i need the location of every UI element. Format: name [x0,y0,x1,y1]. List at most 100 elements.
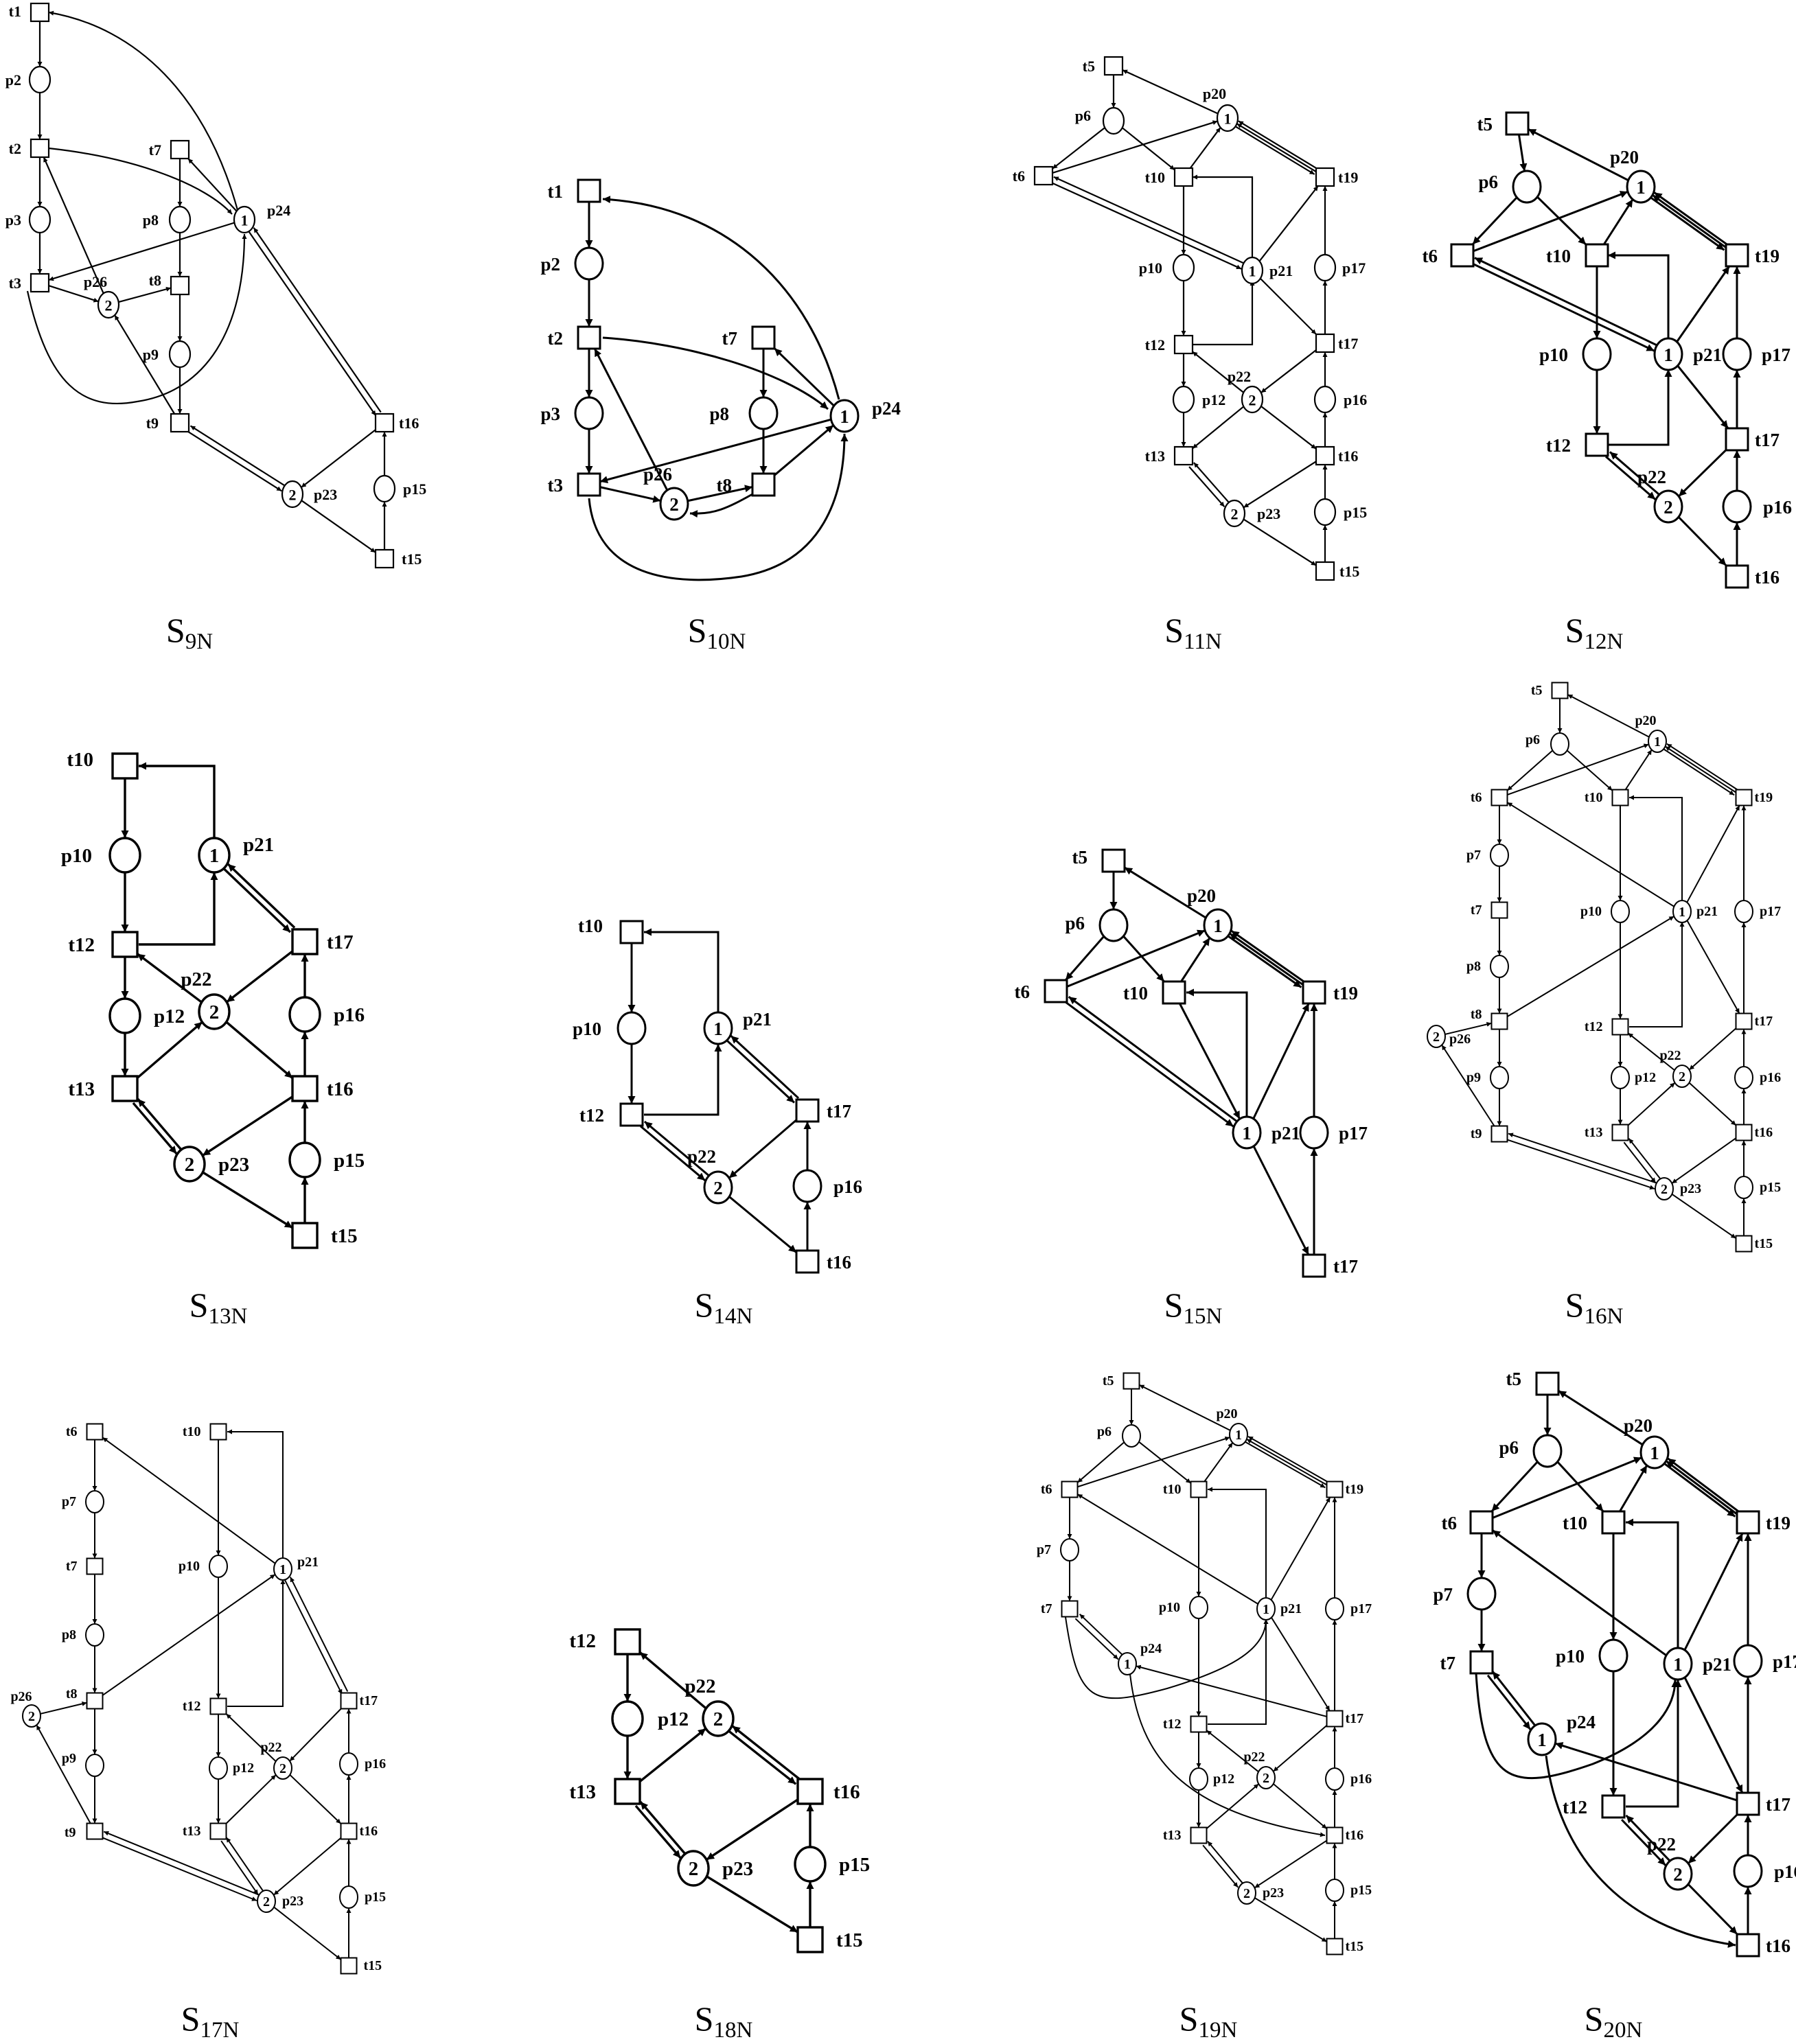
caption-main: S [1164,611,1184,649]
arc-t19-p20 [1665,1460,1738,1515]
transition-t12: t12 [183,1697,227,1715]
node-label: p17 [1342,259,1366,277]
arc-t7-p24-fwd [1074,1618,1119,1660]
arc-t9-p23-fwd [101,1836,257,1902]
place-p9: p9 [1466,1066,1509,1089]
arcs [36,1429,352,1960]
arc-t9-p26 [114,314,176,415]
node-label: t10 [1163,1482,1182,1497]
arc-p21-t19 [1676,266,1731,342]
transition-t16: t16 [291,1075,354,1102]
transition-t6: t6 [1015,979,1068,1003]
transition-t13: t13 [569,1778,641,1805]
node-label: t19 [1755,246,1780,266]
arc-p24-t7 [773,347,835,407]
arc-t12-p22-fwd [1621,1819,1667,1866]
transition-shape [1611,1124,1629,1141]
token-count: 1 [1224,111,1232,128]
node-label: p12 [154,1006,185,1027]
place-shape [1256,1766,1276,1789]
node-label: t2 [548,328,564,349]
arc-p21-t19 [1258,185,1319,262]
place-shape [1653,337,1683,371]
transition-t12: t12 [1546,432,1609,457]
transition-shape [1450,243,1475,268]
transition-t17: t17 [1315,333,1358,353]
place-p6: p6 [1075,106,1125,135]
node-label: t16 [1338,448,1358,465]
node-label: p22 [1637,467,1666,487]
node-label: p16 [365,1756,386,1772]
node-label: p24 [1567,1712,1596,1732]
arc-t13-p23-fwd [634,1804,682,1859]
transition-t7: t7 [1041,1600,1079,1618]
caption-sub: 17N [200,2018,239,2043]
place-shape [209,1756,228,1780]
transition-t6: t6 [1423,243,1475,268]
node-label: p22 [1228,368,1251,385]
token-count: 2 [1679,1069,1685,1084]
place-p6: p6 [1478,170,1542,204]
transition-t19: t19 [1735,789,1773,806]
arc-t13-p22 [136,1021,203,1079]
place-shape [85,1623,104,1647]
place-shape [1653,489,1683,524]
transition-shape [1061,1480,1079,1498]
place-shape [273,1557,292,1581]
transition-shape [1326,1938,1344,1955]
place-shape [1172,385,1195,414]
arc-p23-t15 [301,500,376,553]
arc-t17-p22 [289,1708,342,1762]
transition-t16: t16 [1326,1826,1364,1844]
transition-t8: t8 [1471,1007,1508,1030]
transition-t6: t6 [1041,1480,1079,1498]
node-label: p6 [1526,732,1540,747]
transition-t10: t10 [1123,980,1186,1005]
arc-p24-t3 [599,418,831,484]
transition-t17: t17 [1725,427,1780,452]
node-label: p20 [1203,85,1226,102]
node-label: p10 [1139,259,1162,277]
place-shape [28,205,51,234]
arc-t13-p23-fwd [1188,466,1225,508]
arc-p22-t12 [1192,351,1245,393]
node-label: p8 [1466,959,1481,974]
arc-t16-p23 [273,1837,342,1896]
place-p6: p6 [1526,732,1569,756]
arc-t13-p23-back [639,1800,687,1855]
token-count: 1 [713,1019,723,1039]
place-p17: p17 [1299,1115,1368,1150]
transition-t5: t5 [1477,111,1530,136]
place-shape [1611,1066,1630,1089]
transition-shape [1490,1012,1508,1030]
token-count: 1 [209,845,220,867]
place-shape [1232,1115,1262,1150]
arc-p20-t19-back [1230,930,1306,984]
transition-t13: t13 [183,1822,227,1840]
arc-p22-t12 [638,1651,707,1710]
transition-shape [1469,1650,1494,1675]
arc-t6-p20 [1492,1456,1642,1519]
node-label: p22 [687,1146,716,1167]
transition-t2: t2 [548,325,601,350]
node-label: t16 [1346,1828,1364,1843]
place-p16: p16 [1722,489,1792,524]
arc-curve [1186,988,1248,1117]
transition-shape [1190,1826,1208,1844]
place-shape [1527,1722,1557,1756]
token-count: 2 [713,1178,723,1198]
node-label: p15 [403,480,426,498]
place-shape [373,474,396,503]
net-caption: S14N [695,1286,753,1329]
transition-t16: t16 [1725,564,1780,589]
place-shape [1648,730,1667,753]
transition-t1: t1 [548,178,601,203]
token-count: 2 [1661,1182,1668,1197]
node-label: t17 [1338,335,1358,352]
node-label: p20 [1635,713,1656,728]
transition-shape [1735,1235,1753,1253]
